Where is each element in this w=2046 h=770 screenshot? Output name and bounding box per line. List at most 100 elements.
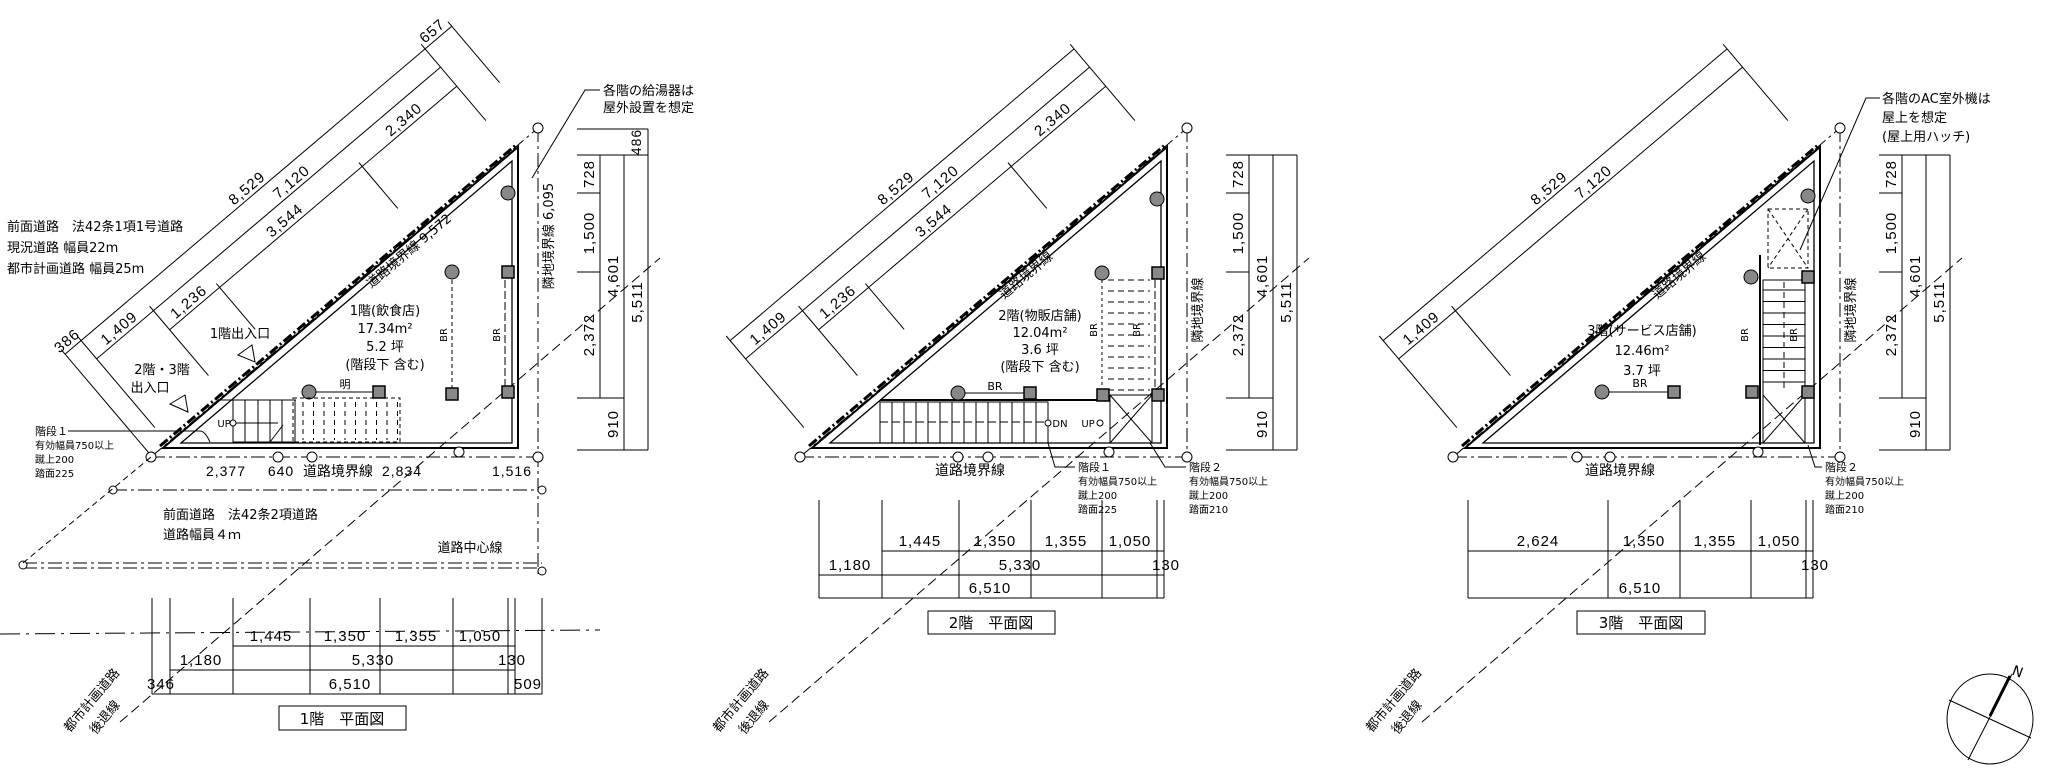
road-dimension-label: 640 <box>268 463 294 479</box>
road-boundary-label: 道路境界線 <box>935 463 1005 479</box>
front-road-note: 現況道路 幅員22m <box>7 240 118 256</box>
stair-note: 階段２ <box>1825 460 1858 474</box>
diagonal-dimension-label: 7,120 <box>270 162 313 202</box>
stair-2 <box>1762 279 1806 444</box>
road-boundary-label: 道路境界線 9,572 <box>363 211 454 292</box>
neighbor-boundary-label: 隣地境界線 <box>1843 277 1859 342</box>
room-label: 1階(飲食店) <box>350 303 420 319</box>
water-heater-note: 屋外設置を想定 <box>603 100 694 116</box>
extension-line <box>447 21 501 83</box>
survey-point-icon <box>1181 451 1193 463</box>
extension-line <box>76 335 156 428</box>
stair-2 <box>1109 394 1153 444</box>
diagonal-dimension-label: 7,120 <box>1572 162 1615 202</box>
survey-point-icon <box>1604 451 1616 463</box>
plan-title-box <box>278 705 407 731</box>
survey-point-icon <box>537 485 547 495</box>
column-icon <box>501 265 515 279</box>
survey-point-icon <box>1834 122 1846 134</box>
bottom-dimension-label: 2,624 <box>1517 533 1560 550</box>
stair-note: 蹴上200 <box>35 453 74 466</box>
column-icon <box>1801 270 1815 284</box>
vertical-dimension-label: 4,601 <box>605 255 622 298</box>
column-icon <box>372 385 386 399</box>
dimension-line <box>96 66 441 360</box>
bottom-dimension-label: 5,330 <box>999 557 1042 574</box>
stair-start-icon <box>1096 419 1104 427</box>
stair-note-leader <box>1807 444 1822 468</box>
survey-point-icon <box>1181 122 1193 134</box>
dimension-line <box>64 25 453 355</box>
extension-line <box>1451 305 1511 376</box>
stair-note: 階段１ <box>1078 460 1111 474</box>
extension-line <box>864 283 905 330</box>
vertical-dimension-label: 728 <box>581 160 598 188</box>
road-center-label: 道路中心線 <box>437 540 502 556</box>
road-dimension-label: 1,516 <box>492 463 532 479</box>
dimension-line <box>745 66 1090 360</box>
vertical-dimension-label: 2,372 <box>581 314 598 357</box>
beam-label: BR <box>987 380 1003 393</box>
stair-path <box>269 424 284 443</box>
bottom-dimension-label: 1,350 <box>1623 533 1666 550</box>
road-boundary-hatch <box>159 143 517 448</box>
vertical-dimension-label: 5,511 <box>1278 281 1295 322</box>
dimension-line <box>169 85 458 331</box>
column-icon <box>1743 269 1759 285</box>
diagonal-dimension-label: 3,544 <box>912 201 955 241</box>
vertical-dimension-label: 486 <box>628 129 644 155</box>
bottom-dimension-label: 130 <box>1801 557 1829 574</box>
column-icon <box>1151 388 1165 402</box>
dimension-line <box>1382 48 1728 341</box>
column-icon <box>1594 384 1610 400</box>
column-icon <box>1801 385 1815 399</box>
diagonal-dimension-label: 1,409 <box>747 308 790 348</box>
column-icon <box>950 385 966 401</box>
vertical-dimension-label: 5,511 <box>1931 281 1948 322</box>
north-arrow-circle <box>1946 673 2034 765</box>
vertical-dimension-label: 4,601 <box>1254 255 1271 298</box>
diagonal-dimension-label: 1,236 <box>816 282 859 322</box>
bottom-dimension-label: 6,510 <box>329 676 372 693</box>
column-icon <box>501 385 515 399</box>
column-icon <box>1800 188 1816 204</box>
dimension-line <box>1398 66 1743 360</box>
diagonal-dimensions: 3866578,5291,4097,1201,2363,5442,340道路境界… <box>51 16 501 453</box>
site-diagonal-line <box>150 127 539 458</box>
stair-start-icon <box>229 419 237 427</box>
beam-label: BR <box>439 328 450 342</box>
bottom-dimension-label: 6,510 <box>1619 580 1662 597</box>
bottom-dimension-label: 1,050 <box>1109 533 1152 550</box>
extension-line <box>149 305 209 376</box>
extension-line <box>358 162 399 209</box>
grid-line <box>0 629 601 635</box>
setback-line <box>119 257 661 723</box>
diagonal-dimension-label: 7,120 <box>919 162 962 202</box>
building-inner-wall <box>1481 159 1815 444</box>
column-icon <box>1151 266 1165 280</box>
bottom-dimension-label: 1,180 <box>829 557 872 574</box>
room-label: 3.6 坪 <box>1021 343 1059 358</box>
bottom-dimension-label: 5,330 <box>352 652 395 669</box>
diagonal-dimension-label: 2,340 <box>382 100 425 140</box>
column-icon <box>445 387 459 401</box>
stair-note-leader <box>68 430 211 443</box>
bottom-dimension-label: 6,510 <box>969 580 1012 597</box>
survey-point-icon <box>1834 451 1846 463</box>
column-icon <box>1745 385 1759 399</box>
setback-line <box>768 257 1310 723</box>
extension-line <box>60 349 149 453</box>
room-label: 5.2 坪 <box>366 340 404 355</box>
road-boundary-hatch <box>1461 143 1819 448</box>
stair-2-line <box>1762 394 1806 444</box>
vertical-dimension-label: 1,500 <box>1230 212 1247 255</box>
bottom-dimension-label: 130 <box>1152 557 1180 574</box>
survey-point-icon <box>306 451 318 463</box>
extension-line <box>1378 335 1458 428</box>
survey-point-icon <box>1103 446 1115 458</box>
road-boundary-label: 道路境界線 <box>1585 463 1655 479</box>
vertical-dimension-label: 910 <box>1254 410 1271 438</box>
column-icon <box>1667 385 1681 399</box>
beam-label: BR <box>1740 328 1751 342</box>
bottom-dimension-label: 1,355 <box>395 628 438 645</box>
